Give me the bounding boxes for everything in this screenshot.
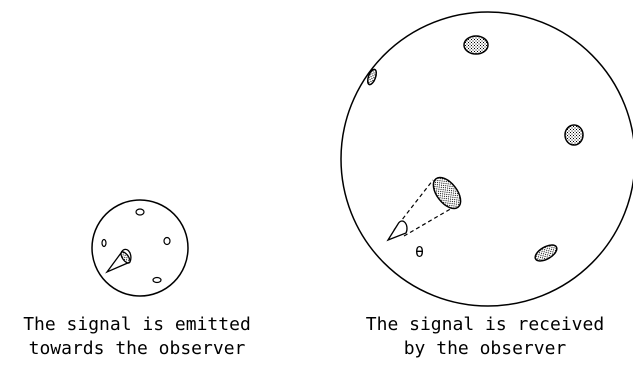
large-sphere <box>341 12 633 306</box>
light-path-lower <box>404 204 459 236</box>
observer-cone <box>388 221 407 240</box>
signal-source-patch <box>428 173 466 214</box>
large-sphere-spot <box>366 68 378 85</box>
large-sphere-spot <box>464 36 488 54</box>
caption-emitted: The signal is emitted towards the observ… <box>0 313 274 361</box>
large-sphere-spot <box>533 242 560 264</box>
emission-cone <box>107 249 132 272</box>
small-sphere-spot <box>164 238 170 245</box>
caption-received: The signal is received by the observer <box>340 313 630 361</box>
large-sphere-group: θ <box>341 12 633 306</box>
caption-emitted-line1: The signal is emitted <box>0 313 274 337</box>
caption-received-line2: by the observer <box>340 337 630 361</box>
caption-received-line1: The signal is received <box>340 313 630 337</box>
reception-cone <box>388 173 466 240</box>
small-sphere-spot <box>136 209 144 215</box>
small-sphere-spot <box>102 240 106 247</box>
small-sphere-spot <box>153 278 161 283</box>
angle-label: θ <box>415 243 424 261</box>
caption-emitted-line2: towards the observer <box>0 337 274 361</box>
large-sphere-spot <box>565 125 583 145</box>
small-sphere-group <box>92 200 188 296</box>
